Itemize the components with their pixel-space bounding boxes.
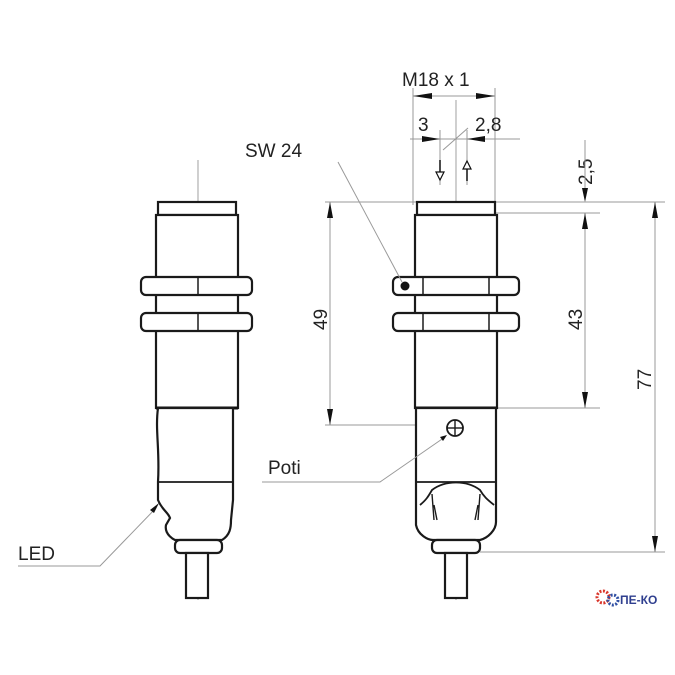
top-offset-label: 2,5	[576, 159, 597, 185]
switching-distance-dimension	[410, 127, 520, 151]
dim-3-label: 3	[418, 115, 429, 136]
sensor-side-view-left	[139, 200, 254, 600]
dimension-49	[327, 202, 333, 425]
logo-text: ПЕ-КО	[620, 593, 657, 607]
dimension-77	[652, 202, 658, 552]
company-logo: ПЕ-КО	[595, 589, 657, 607]
arrow	[440, 435, 447, 441]
sensor-front-view-right	[391, 200, 521, 600]
arrow	[150, 503, 159, 513]
thread-dimension	[413, 93, 495, 99]
dim-2-8-label: 2,8	[475, 115, 501, 136]
led-dot-icon	[400, 281, 410, 291]
up-arrow-icon	[462, 159, 472, 181]
wrench-size-label: SW 24	[245, 141, 302, 162]
length-43-label: 43	[566, 309, 587, 330]
length-77-label: 77	[635, 369, 656, 390]
arrow	[582, 188, 588, 202]
potentiometer-icon	[446, 419, 464, 437]
poti-label: Poti	[268, 458, 301, 479]
led-label: LED	[18, 544, 55, 565]
length-49-label: 49	[311, 309, 332, 330]
dimension-43	[582, 213, 588, 408]
thread-label: M18 x 1	[402, 70, 470, 91]
down-arrow-icon	[435, 160, 445, 182]
